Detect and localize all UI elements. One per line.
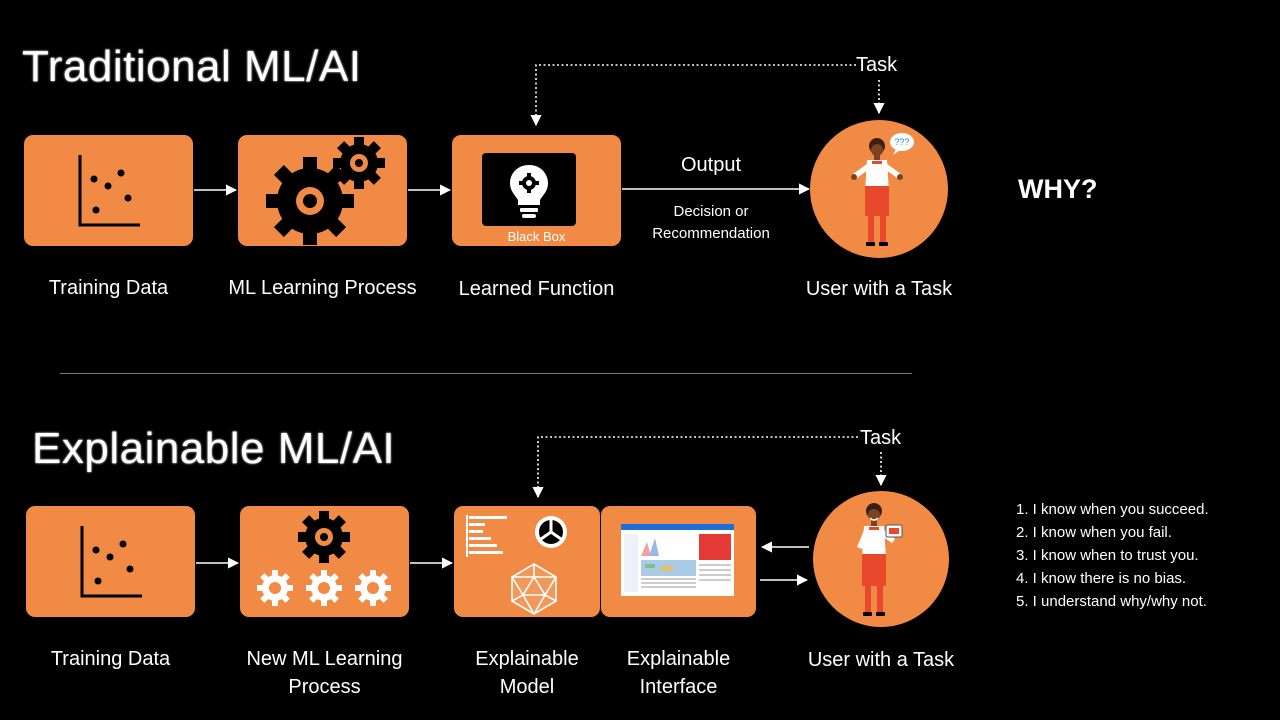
user-circle: ??? bbox=[810, 120, 948, 258]
explainable-model-box bbox=[454, 506, 600, 617]
learned-function-box: Black Box bbox=[452, 135, 621, 246]
speech-bubble-icon: ??? bbox=[890, 133, 914, 155]
benefit-item: 4. I know there is no bias. bbox=[1016, 570, 1187, 587]
scatter-plot-icon bbox=[78, 155, 140, 227]
confident-person-icon bbox=[857, 503, 903, 616]
black-box-label: Black Box bbox=[507, 229, 566, 244]
black-box-screen bbox=[482, 153, 576, 226]
training-data-box bbox=[24, 135, 193, 246]
ml-learning-process-label: ML Learning Process bbox=[228, 277, 417, 299]
gears-icon bbox=[266, 137, 385, 245]
xai-training-data-box bbox=[26, 506, 195, 617]
lightbulb-icon bbox=[510, 165, 548, 218]
benefits-list: 1. I know when you succeed. 2. I know wh… bbox=[1016, 498, 1209, 613]
confused-person-icon: ??? bbox=[851, 133, 914, 246]
task-label-top: Task bbox=[856, 54, 898, 76]
explainable-title: Explainable ML/AI bbox=[32, 424, 396, 473]
gears-icon bbox=[257, 511, 391, 606]
polyhedron-icon bbox=[511, 563, 557, 615]
explainable-interface-box bbox=[601, 506, 756, 617]
benefit-item: 1. I know when you succeed. bbox=[1016, 501, 1209, 518]
xai-training-data-label: Training Data bbox=[50, 648, 171, 670]
output-label: Output bbox=[680, 154, 742, 176]
pie-chart-icon bbox=[535, 516, 567, 548]
task-loop-bottom bbox=[532, 436, 858, 499]
benefit-item: 3. I know when to trust you. bbox=[1016, 547, 1199, 564]
learned-function-label: Learned Function bbox=[458, 278, 615, 300]
xai-user-circle bbox=[813, 491, 949, 627]
scatter-plot-icon bbox=[80, 526, 142, 598]
benefit-item: 2. I know when you fail. bbox=[1016, 524, 1172, 541]
user-with-task-label: User with a Task bbox=[805, 278, 953, 300]
task-loop-top bbox=[530, 64, 856, 127]
dashboard-screenshot-icon bbox=[621, 524, 734, 596]
new-ml-learning-process-label: New ML Learning Process bbox=[246, 648, 403, 698]
white-gear-icon bbox=[306, 570, 342, 606]
white-gear-icon bbox=[257, 570, 293, 606]
why-label: WHY? bbox=[1018, 174, 1098, 204]
svg-text:???: ??? bbox=[894, 137, 909, 147]
large-gear-icon bbox=[266, 157, 354, 245]
traditional-title: Traditional ML/AI bbox=[22, 42, 362, 91]
ml-learning-process-box bbox=[238, 135, 407, 246]
bar-chart-icon bbox=[466, 515, 507, 557]
decision-label: Decision or Recommendation bbox=[652, 203, 770, 242]
new-ml-learning-process-box bbox=[240, 506, 409, 617]
small-gear-icon bbox=[333, 137, 385, 189]
xai-user-with-task-label: User with a Task bbox=[807, 649, 955, 671]
task-label-bottom: Task bbox=[860, 427, 902, 449]
explainable-interface-label: Explainable Interface bbox=[626, 648, 731, 698]
white-gear-icon bbox=[355, 570, 391, 606]
training-data-label: Training Data bbox=[48, 277, 169, 299]
benefit-item: 5. I understand why/why not. bbox=[1016, 593, 1207, 610]
section-divider bbox=[60, 373, 912, 374]
black-gear-icon bbox=[298, 511, 350, 563]
explainable-model-label: Explainable Model bbox=[475, 648, 579, 698]
